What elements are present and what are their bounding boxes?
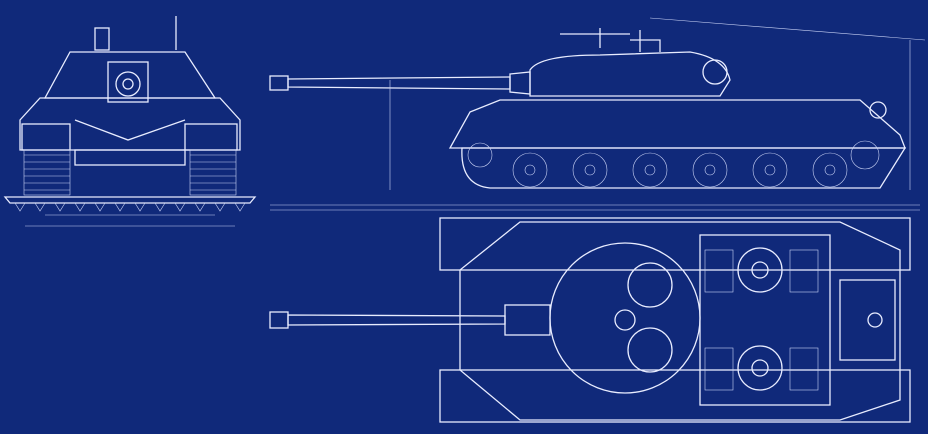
top-view	[269, 217, 911, 423]
front-view	[3, 16, 257, 227]
side-view	[269, 17, 926, 211]
